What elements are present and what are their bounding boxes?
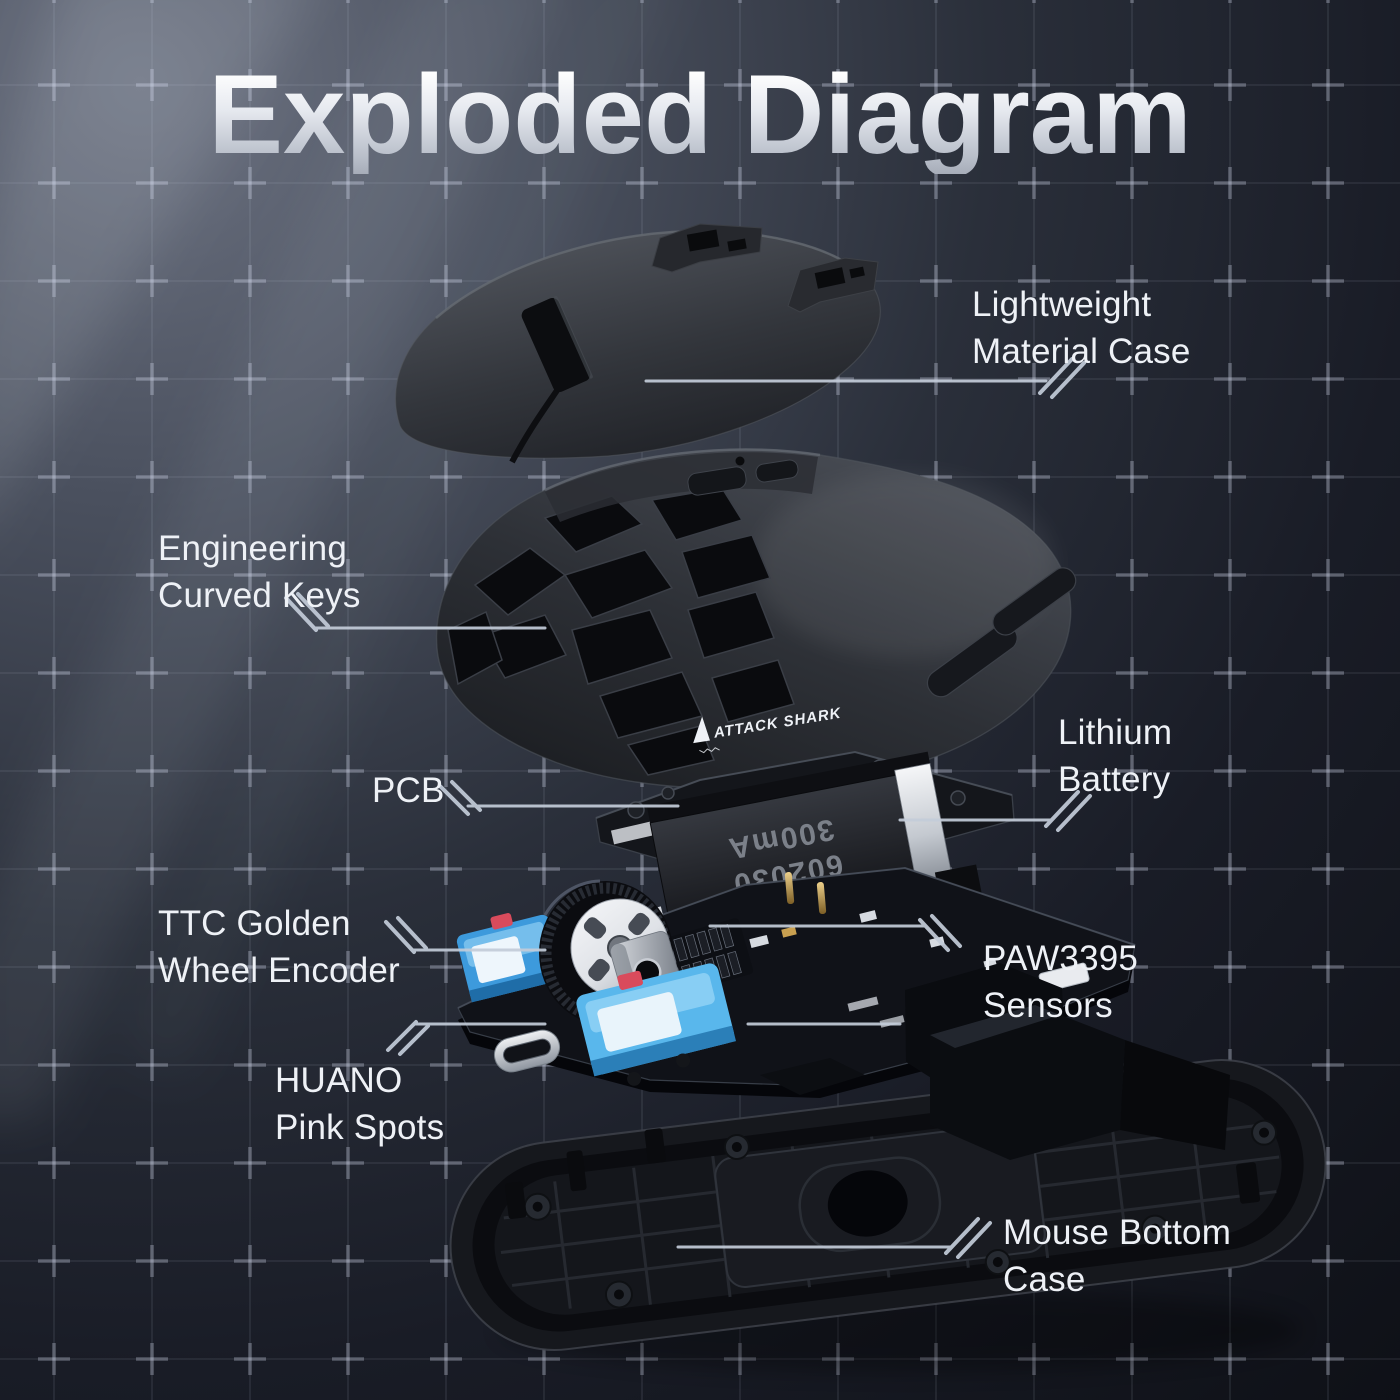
leader-engineering-curved-keys — [284, 592, 547, 632]
top-case-arm-right — [787, 257, 879, 313]
label-mouse-bottom-case: Mouse Bottom Case — [1003, 1210, 1231, 1303]
leader-lightweight-material-case — [644, 357, 1086, 399]
shark-fin-icon — [693, 716, 710, 744]
side-buttons — [926, 567, 1077, 698]
huano-switch-left — [456, 913, 565, 1003]
label-ttc-golden-wheel-encoder: TTC Golden Wheel Encoder — [158, 901, 400, 994]
pink-spot — [490, 913, 513, 930]
label-line: TTC Golden — [158, 904, 351, 943]
leader-ttc-golden-wheel-encoder — [384, 916, 547, 954]
case-clips — [504, 1128, 1261, 1219]
label-paw3395-sensors: PAW3395 Sensors — [983, 936, 1138, 1029]
button-split-gap — [509, 384, 563, 464]
usb-c-port — [493, 1029, 561, 1073]
label-line: Lithium — [1058, 713, 1173, 752]
label-line: Engineering — [158, 529, 348, 568]
label-line: PCB — [372, 771, 445, 810]
leader-lines — [284, 357, 1092, 1259]
label-lithium-battery: Lithium Battery — [1058, 710, 1172, 803]
leader-pcb — [438, 780, 680, 816]
top-case-arm-left — [651, 223, 763, 273]
label-lightweight-material-case: Lightweight Material Case — [972, 282, 1191, 375]
label-line: Material Case — [972, 331, 1191, 371]
mouse-shell: ATTACK SHARK — [435, 448, 1077, 790]
skeleton-cutouts — [447, 487, 795, 776]
label-line: Case — [1003, 1259, 1086, 1299]
gold-pins — [784, 872, 827, 915]
label-line: Mouse Bottom — [1003, 1213, 1232, 1252]
mouse-top-case — [394, 223, 881, 464]
leader-huano-pink-spots — [386, 1020, 902, 1056]
huano-switch-bottom — [576, 963, 736, 1086]
label-engineering-curved-keys: Engineering Curved Keys — [158, 526, 361, 619]
leader-mouse-bottom-case — [676, 1217, 992, 1259]
inner-brackets — [760, 963, 1230, 1160]
label-line: HUANO — [275, 1061, 403, 1100]
label-line: Pink Spots — [275, 1107, 445, 1147]
label-line: Battery — [1058, 759, 1171, 799]
leader-lithium-battery — [898, 790, 1092, 832]
page-title: Exploded Diagram — [0, 56, 1400, 174]
label-line: PAW3395 — [983, 939, 1139, 978]
indicator-hole — [735, 456, 745, 466]
label-line: Curved Keys — [158, 575, 361, 615]
pink-spot — [617, 970, 643, 990]
leader-paw3395-sensors — [708, 914, 962, 952]
label-line: Lightweight — [972, 285, 1152, 324]
label-line: Wheel Encoder — [158, 950, 400, 990]
screw-posts — [523, 1090, 1278, 1309]
label-pcb: PCB — [372, 768, 445, 815]
label-huano-pink-spots: HUANO Pink Spots — [275, 1058, 444, 1151]
label-line: Sensors — [983, 985, 1113, 1025]
wheel-notch — [521, 295, 593, 393]
bottom-case — [449, 963, 1327, 1372]
top-rail — [545, 452, 818, 522]
sensor-hole — [827, 1170, 908, 1237]
